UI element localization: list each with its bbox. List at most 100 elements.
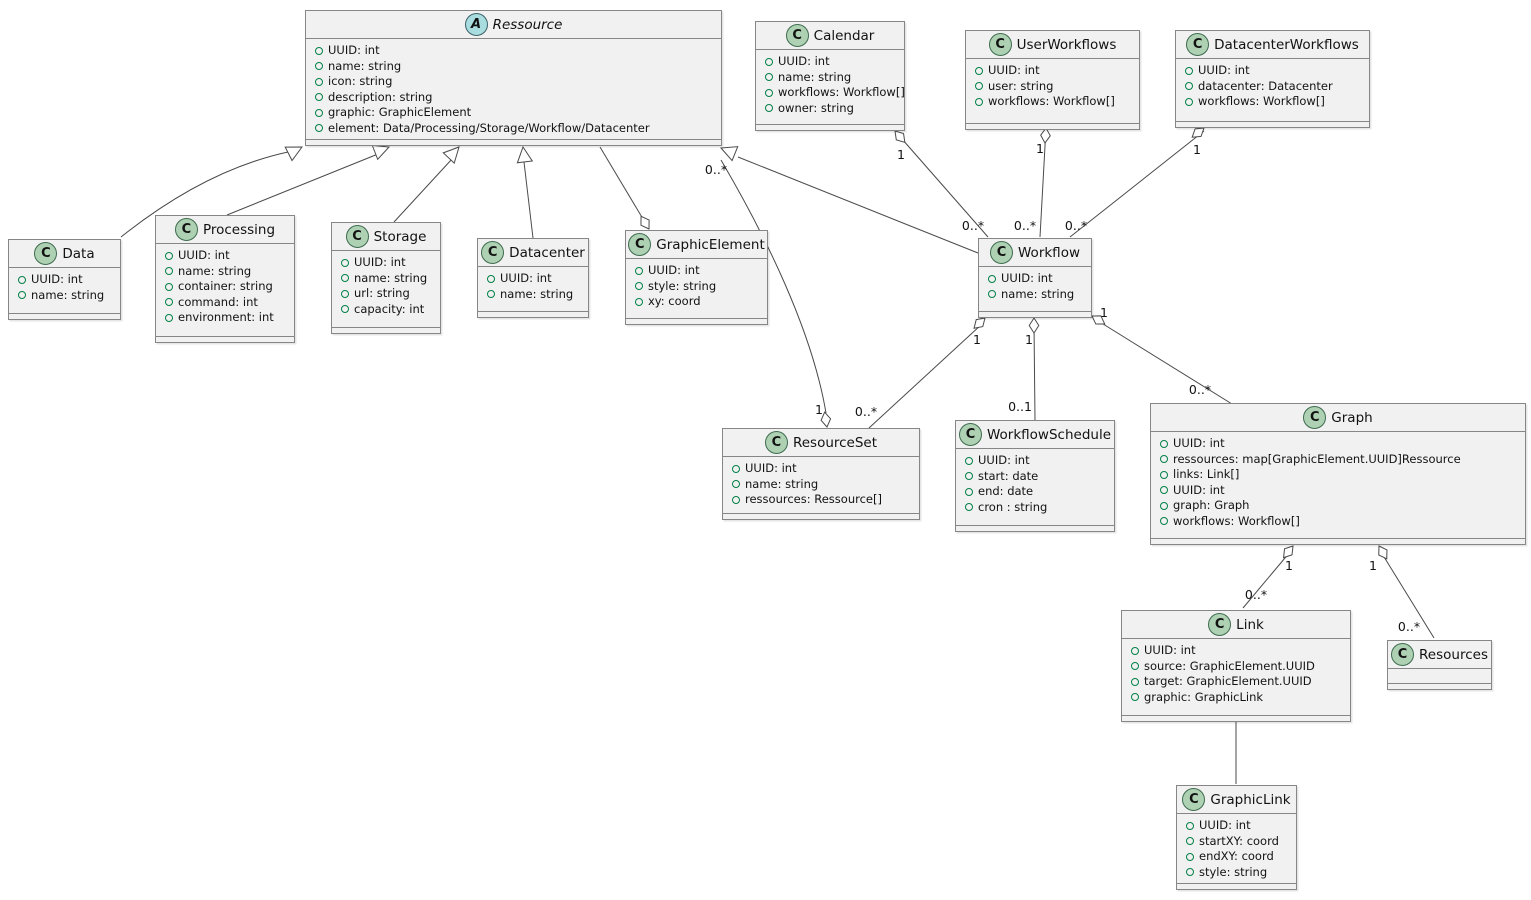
- attribute: cron : string: [965, 500, 1106, 516]
- attribute: UUID: int: [975, 63, 1131, 79]
- attribute-text: workflows: Workflow[]: [778, 85, 905, 99]
- attribute: UUID: int: [1186, 818, 1288, 834]
- inheritance-arrowhead: [516, 145, 534, 164]
- attribute: description: string: [315, 90, 713, 106]
- multiplicity-label: 0..*: [705, 162, 727, 177]
- field-visibility-icon: [487, 274, 495, 283]
- field-visibility-icon: [732, 464, 740, 473]
- attribute: source: GraphicElement.UUID: [1131, 659, 1342, 675]
- class-icon: C: [345, 225, 369, 248]
- attribute-text: endXY: coord: [1199, 849, 1274, 863]
- inheritance-arrowhead: [442, 146, 460, 165]
- attribute-text: name: string: [31, 287, 105, 302]
- relation-Workflow-ResourceSet: [868, 323, 983, 429]
- field-visibility-icon: [315, 108, 323, 117]
- attribute-text: start: date: [978, 468, 1039, 483]
- aggregation-diamond: [820, 411, 832, 428]
- attribute: graphic: GraphicLink: [1131, 690, 1342, 706]
- methods-compartment: [1388, 684, 1491, 689]
- field-visibility-icon: [1186, 837, 1194, 846]
- aggregation-diamond: [973, 317, 986, 329]
- relation-Data-Ressource: [120, 151, 289, 238]
- attribute-text: UUID: int: [978, 453, 1030, 467]
- attribute-text: UUID: int: [988, 63, 1040, 77]
- attribute: capacity: int: [341, 302, 432, 318]
- class-name: WorkflowSchedule: [986, 426, 1112, 443]
- attribute-text: command: int: [178, 294, 258, 309]
- class-icon: C: [1391, 643, 1415, 666]
- class-name: Graph: [1331, 409, 1373, 426]
- attribute: UUID: int: [1131, 643, 1342, 659]
- field-visibility-icon: [635, 282, 643, 291]
- field-visibility-icon: [765, 104, 773, 113]
- field-visibility-icon: [487, 290, 495, 299]
- class-icon: C: [628, 233, 652, 256]
- field-visibility-icon: [1186, 868, 1194, 877]
- relation-Datacenter-Ressource: [523, 161, 534, 239]
- relation-Processing-Ressource: [226, 153, 379, 216]
- attribute: name: string: [18, 288, 112, 304]
- relation-Workflow-Graph: [1094, 318, 1233, 405]
- field-visibility-icon: [732, 480, 740, 489]
- class-name: Data: [62, 245, 95, 262]
- attribute: UUID: int: [765, 54, 896, 70]
- attribute: workflows: Workflow[]: [975, 94, 1131, 110]
- field-visibility-icon: [635, 266, 643, 275]
- aggregation-diamond: [1040, 127, 1051, 144]
- field-visibility-icon: [165, 251, 173, 260]
- class-name: ResourceSet: [792, 434, 878, 451]
- attribute-text: target: GraphicElement.UUID: [1144, 674, 1312, 688]
- field-visibility-icon: [341, 305, 349, 314]
- attribute: UUID: int: [1185, 63, 1361, 79]
- multiplicity-label: 1: [897, 147, 905, 162]
- attribute-text: UUID: int: [31, 272, 83, 286]
- relation-DatacenterWorkflows-Workflow: [1069, 130, 1205, 238]
- field-visibility-icon: [1186, 852, 1194, 861]
- methods-compartment: [626, 319, 767, 324]
- attribute: datacenter: Datacenter: [1185, 79, 1361, 95]
- attribute-text: source: GraphicElement.UUID: [1144, 658, 1315, 673]
- attribute-text: workflows: Workflow[]: [1173, 513, 1300, 528]
- attribute: name: string: [315, 59, 713, 75]
- attribute-text: element: Data/Processing/Storage/Workflo…: [328, 120, 650, 135]
- attribute: name: string: [732, 477, 911, 493]
- multiplicity-label: 1: [1036, 141, 1044, 156]
- relation-Workflow-Ressource: [737, 156, 979, 254]
- class-icon: C: [990, 241, 1013, 264]
- class-name: DatacenterWorkflows: [1214, 36, 1359, 53]
- attribute-text: ressources: map[GraphicElement.UUID]Ress…: [1173, 451, 1461, 466]
- attribute-text: graphic: GraphicLink: [1144, 689, 1264, 704]
- field-visibility-icon: [18, 275, 26, 284]
- field-visibility-icon: [965, 456, 973, 465]
- field-visibility-icon: [1185, 97, 1193, 106]
- class-name: Link: [1236, 616, 1264, 633]
- attribute: UUID: int: [341, 255, 432, 271]
- field-visibility-icon: [315, 93, 323, 102]
- class-name: GraphicLink: [1210, 791, 1291, 808]
- attribute-text: datacenter: Datacenter: [1198, 78, 1333, 93]
- attribute-text: ressources: Ressource[]: [745, 492, 882, 506]
- attribute: element: Data/Processing/Storage/Workflo…: [315, 121, 713, 137]
- class-icon: C: [764, 431, 788, 454]
- methods-compartment: [1122, 716, 1350, 721]
- attribute-text: user: string: [988, 78, 1054, 93]
- attribute-text: name: string: [778, 69, 852, 84]
- attribute-text: url: string: [354, 286, 410, 300]
- field-visibility-icon: [1131, 677, 1139, 686]
- field-visibility-icon: [965, 487, 973, 496]
- aggregation-diamond: [1378, 545, 1388, 560]
- field-visibility-icon: [165, 282, 173, 291]
